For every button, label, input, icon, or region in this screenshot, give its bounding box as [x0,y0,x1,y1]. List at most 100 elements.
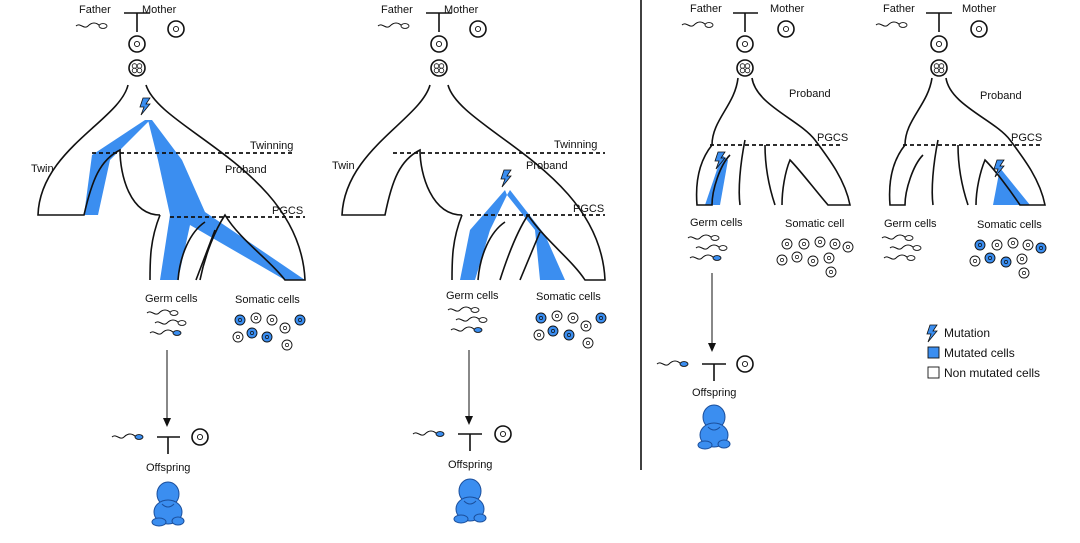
mutated-sperm-icon [689,254,722,261]
offspring-baby-icon [453,478,487,524]
branch-line [177,221,206,281]
cell-icon [281,339,293,351]
mutated-sperm-icon [412,430,445,437]
cell-icon [1007,237,1019,249]
sperm-icon [883,254,916,261]
sperm-icon [695,244,728,251]
branch-line [957,144,969,206]
twin-label: Twin [31,163,54,175]
cell-icon [535,312,547,324]
sperm-icon [154,319,187,326]
mutated-lineage [507,190,565,280]
offspring-label: Offspring [448,459,492,471]
zygote-icon [930,35,948,53]
cell-icon [829,238,841,250]
mating-line [124,12,150,32]
legend-non-mutated-label: Non mutated cells [944,366,1040,380]
cell-icon [781,238,793,250]
embryo-icon [430,59,448,77]
cell-icon [294,314,306,326]
mother-label: Mother [770,3,805,15]
cell-icon [814,236,826,248]
mutated-lineage [148,120,305,280]
mother-label: Mother [142,4,177,16]
panel-2: Father Mother Twinning PGCS Twin Proband… [332,4,607,524]
cell-icon [582,337,594,349]
mutated-lineage [84,120,150,215]
legend-mutation-label: Mutation [944,326,990,340]
cell-icon [1022,239,1034,251]
branch-line [751,77,851,206]
egg-icon [494,425,512,443]
mother-label: Mother [962,3,997,15]
branch-line [149,214,161,281]
cell-icon [246,327,258,339]
cell-icon [261,331,273,343]
twin-branch [37,84,161,216]
branch-line [738,139,746,206]
egg-icon [469,20,487,38]
mutated-sperm-icon [111,433,144,440]
twin-branch [341,84,463,216]
cell-icon [974,239,986,251]
offspring-label: Offspring [692,387,736,399]
mother-label: Mother [444,4,479,16]
proband-label: Proband [789,88,831,100]
proband-branch [888,77,933,206]
cell-icon [266,314,278,326]
cell-icon [798,238,810,250]
cell-icon [250,312,262,324]
pgcs-label: PGCS [817,132,848,144]
arrow-head [163,418,171,427]
sperm-icon [455,316,488,323]
twinning-label: Twinning [250,140,293,152]
mutated-sperm-icon [149,329,182,336]
embryo-icon [930,59,948,77]
cell-icon [842,241,854,253]
zygote-icon [430,35,448,53]
father-label: Father [690,3,722,15]
mating-line [733,12,758,32]
mutation-bolt-icon [139,97,151,116]
cell-icon [1035,242,1047,254]
cell-icon [232,331,244,343]
mutated-sperm-icon [450,326,483,333]
sperm-icon [447,306,480,313]
arrow-head [708,343,716,352]
somatic-cells-label: Somatic cells [235,294,300,306]
egg-icon [167,20,185,38]
legend: Mutation Mutated cells Non mutated cells [926,324,1040,380]
branch-line [477,221,506,281]
branch-line [519,231,541,281]
germ-cells-label: Germ cells [145,293,198,305]
proband-label: Proband [225,164,267,176]
cell-icon [551,310,563,322]
panel-4: Father Mother Proband PGCS Germ cells So… [875,3,1047,279]
cell-icon [991,239,1003,251]
zygote-icon [128,35,146,53]
sperm-icon [881,234,914,241]
branch-line [451,214,463,281]
mating-line [926,12,952,32]
somatic-cells-label: Somatic cells [977,219,1042,231]
cell-icon [1016,253,1028,265]
embryo-icon [736,59,754,77]
panel-1: Father Mother Twinning PGCS Twin Proband… [31,4,306,527]
branch-line [945,77,1046,206]
sperm-icon [889,244,922,251]
egg-icon [191,428,209,446]
proband-branch [145,84,306,281]
twin-label: Twin [332,160,355,172]
egg-icon [736,355,754,373]
legend-mutation-icon [926,324,938,343]
cell-icon [595,312,607,324]
branch-line [931,139,939,206]
sperm-icon [875,21,908,28]
germ-cells-label: Germ cells [884,218,937,230]
cell-icon [563,329,575,341]
mating-line [702,363,726,381]
embryo-icon [128,59,146,77]
cell-icon [776,254,788,266]
